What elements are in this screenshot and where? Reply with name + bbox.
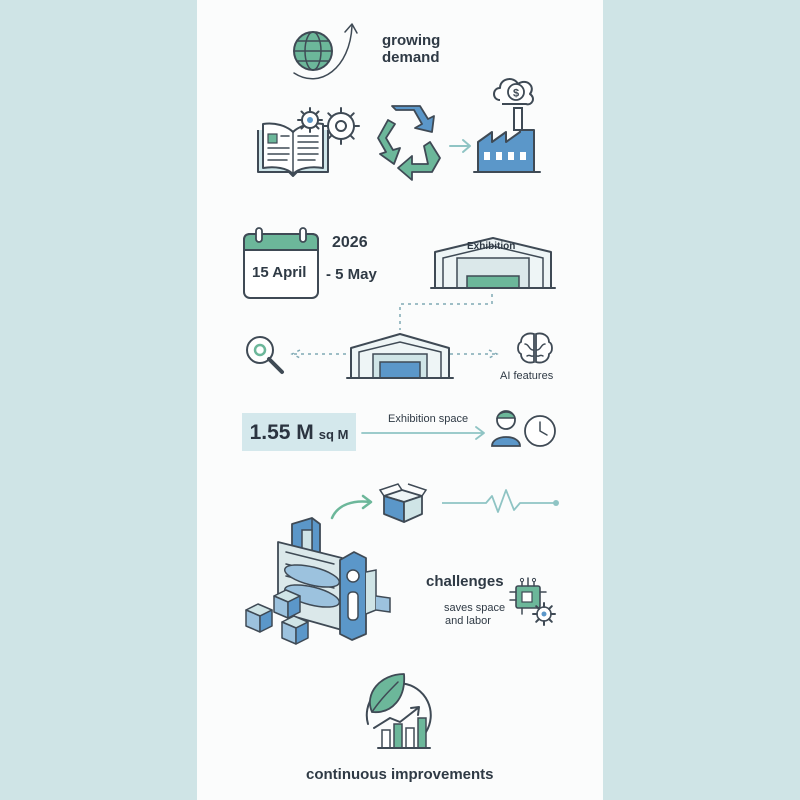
dotted-connector (290, 294, 499, 359)
area-value: 1.55 M (249, 421, 314, 444)
exhibition-space-label: Exhibition space (388, 413, 469, 425)
area-value-box: 1.55 M sq M (242, 413, 356, 451)
long-arrow-icon (361, 426, 485, 440)
date-end: - 5 May (326, 266, 377, 283)
warehouse-icon (346, 333, 454, 379)
curved-arrow-icon (330, 494, 373, 520)
machine-icon (245, 517, 391, 645)
chip-gear-icon (509, 577, 556, 626)
gears-icon (297, 107, 360, 145)
date-start: 15 April (252, 264, 307, 281)
person-icon (491, 410, 521, 447)
globe-icon (293, 23, 358, 80)
year-label: 2026 (332, 234, 368, 251)
exhibition-sign: Exhibition (467, 241, 516, 252)
demand-label: demand (382, 49, 440, 66)
continuous-improvements-label: continuous improvements (306, 766, 494, 783)
clock-icon (524, 415, 556, 447)
growth-leaf-icon (365, 673, 432, 749)
pulse-line-icon (442, 489, 559, 513)
recycle-icon (377, 105, 441, 181)
growing-label: growing (382, 32, 441, 49)
challenges-label: challenges (426, 573, 504, 590)
package-box-icon (378, 483, 428, 523)
open-book-icon (257, 122, 329, 177)
calendar-icon (243, 227, 319, 299)
exhibition-hall-icon (430, 237, 556, 289)
brain-icon (517, 332, 553, 364)
ai-features-label: AI features (500, 370, 554, 382)
saves-space-label: saves space (444, 602, 506, 614)
magnifier-icon (246, 336, 284, 374)
and-labor-label: and labor (445, 615, 491, 627)
factory-icon: $ (473, 78, 541, 173)
area-unit: sq M (318, 427, 349, 442)
svg-text:$: $ (513, 88, 519, 100)
arrow-right-icon (449, 139, 471, 153)
